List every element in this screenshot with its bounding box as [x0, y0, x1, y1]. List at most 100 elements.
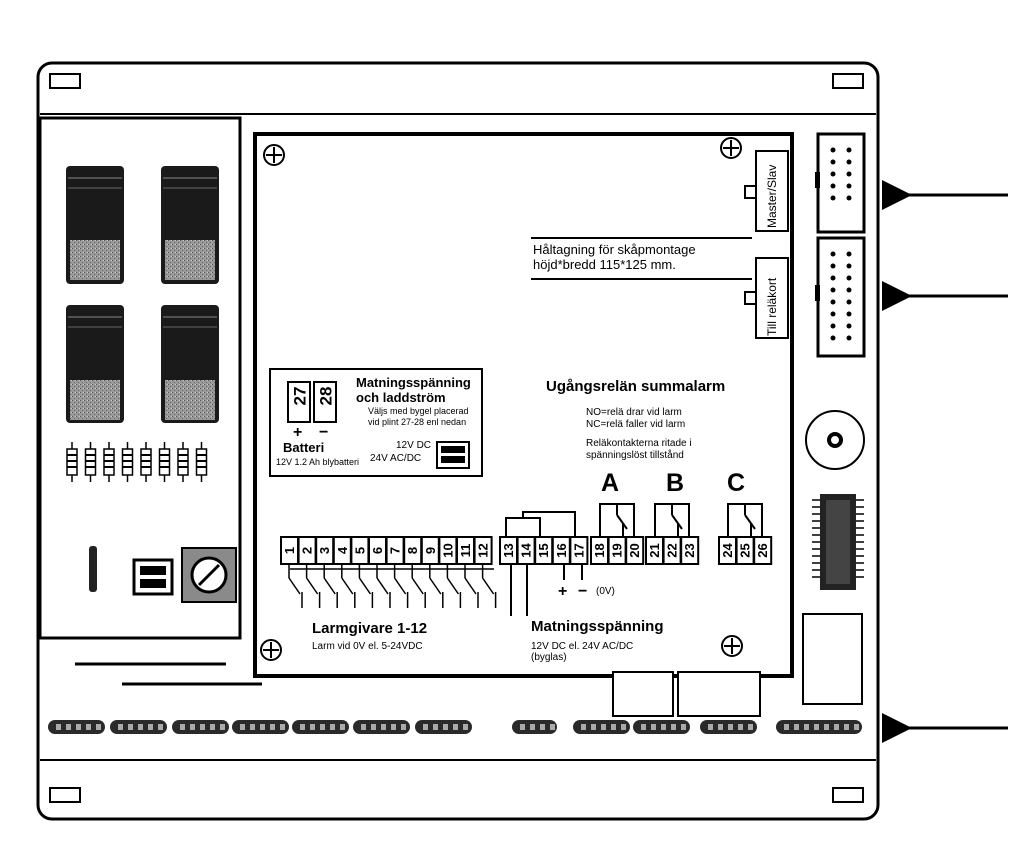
cable-segment — [700, 720, 757, 734]
jumper-block-left — [132, 558, 174, 596]
terminal-26: 26 — [753, 536, 773, 565]
relay-contact — [654, 503, 690, 537]
input-switches — [288, 564, 497, 608]
cable-segment — [512, 720, 557, 734]
header-pin — [846, 171, 852, 177]
relay-no-text: NO=relä drar vid larm — [586, 407, 682, 418]
header-pin — [830, 323, 836, 329]
resistor — [177, 442, 189, 482]
svg-text:11: 11 — [458, 544, 473, 558]
relay-block-2 — [161, 166, 219, 284]
input-switch — [288, 564, 303, 608]
bottom-box-1 — [612, 671, 674, 717]
svg-text:8: 8 — [405, 547, 420, 554]
terminal-28: 28 — [316, 386, 336, 406]
resistor — [158, 442, 171, 482]
cable-segment — [48, 720, 105, 734]
screw-top-left — [263, 144, 285, 166]
supply-line2: (byglas) — [531, 652, 567, 663]
relay-nc-text: NC=relä faller vid larm — [586, 419, 686, 430]
svg-text:19: 19 — [610, 543, 625, 557]
header-pin — [846, 195, 852, 201]
terminal-9: 9 — [420, 536, 440, 565]
power-title-line1: Matningsspänning — [356, 375, 471, 390]
svg-text:6: 6 — [370, 547, 385, 554]
header-pin — [830, 335, 836, 341]
relay-section-title: Ugångsrelän summalarm — [546, 378, 726, 395]
svg-text:7: 7 — [388, 547, 403, 554]
header-pin — [830, 275, 836, 281]
buzzer — [805, 410, 865, 470]
mount-slot-bottom-left — [49, 787, 81, 803]
relay-card-label: Till reläkort — [765, 277, 779, 336]
input-switch — [393, 564, 409, 608]
input-switch — [429, 564, 444, 608]
header-connector-upper — [815, 132, 866, 234]
inputs-title: Larmgivare 1-12 — [312, 620, 428, 637]
terminal-5: 5 — [350, 536, 370, 565]
mount-slot-bottom-right — [832, 787, 864, 803]
svg-text:4: 4 — [335, 546, 350, 554]
header-pin — [846, 335, 852, 341]
header-pin — [830, 159, 836, 165]
cable-segment — [172, 720, 229, 734]
relay-contact — [727, 503, 763, 537]
power-title-line2: och laddström — [356, 390, 446, 405]
terminal-23: 23 — [680, 536, 700, 565]
svg-text:10: 10 — [440, 543, 455, 557]
input-switch — [358, 564, 374, 608]
svg-text:16: 16 — [554, 543, 569, 557]
battery-plus: + — [293, 424, 303, 441]
header-pin — [846, 159, 852, 165]
header-pin — [830, 147, 836, 153]
relay-block-1 — [66, 166, 124, 284]
resistor — [195, 442, 208, 482]
cable-segment — [415, 720, 472, 734]
input-switch — [341, 564, 356, 608]
terminal-2: 2 — [297, 536, 317, 565]
cable-segment — [353, 720, 410, 734]
terminal-17: 17 — [569, 536, 589, 565]
screw-bottom-right — [721, 635, 743, 657]
terminal-16: 16 — [551, 536, 571, 565]
small-component — [89, 546, 97, 592]
header-pin — [830, 171, 836, 177]
input-switch — [446, 564, 462, 608]
header-pin — [830, 251, 836, 257]
svg-text:20: 20 — [627, 543, 642, 557]
inputs-subtitle: Larm vid 0V el. 5-24VDC — [312, 641, 423, 652]
relay-a-label: A — [601, 469, 620, 497]
mount-slot-top-right — [832, 73, 864, 89]
terminal-19: 19 — [607, 536, 627, 565]
master-slave-jumper-box — [755, 150, 789, 232]
svg-text:5: 5 — [352, 547, 367, 554]
relay-block-4 — [161, 305, 219, 423]
resistor — [103, 442, 115, 482]
screw-top-right — [720, 137, 742, 159]
svg-text:13: 13 — [501, 543, 516, 557]
bottom-cable-strip — [48, 720, 862, 734]
terminal-7: 7 — [385, 536, 405, 565]
supply-line1: 12V DC el. 24V AC/DC — [531, 641, 634, 652]
power-note-line2: vid plint 27-28 enl nedan — [368, 417, 467, 427]
input-switch — [464, 564, 479, 608]
resistor — [84, 442, 97, 482]
input-switch — [376, 564, 391, 608]
terminal-18: 18 — [590, 536, 609, 565]
terminal-4: 4 — [332, 536, 352, 565]
input-switch — [305, 564, 321, 608]
battery-label: Batteri — [283, 440, 325, 455]
header-pin — [830, 195, 836, 201]
terminal-13: 13 — [499, 536, 518, 565]
supply-minus: − — [578, 583, 588, 600]
battery-minus: − — [319, 424, 329, 441]
header-pin — [846, 275, 852, 281]
supply-zero-volt: (0V) — [596, 586, 615, 597]
terminal-24: 24 — [718, 536, 737, 565]
relay-c-label: C — [727, 469, 746, 497]
voltage-jumper — [436, 441, 470, 469]
battery-spec: 12V 1.2 Ah blybatteri — [276, 457, 360, 467]
